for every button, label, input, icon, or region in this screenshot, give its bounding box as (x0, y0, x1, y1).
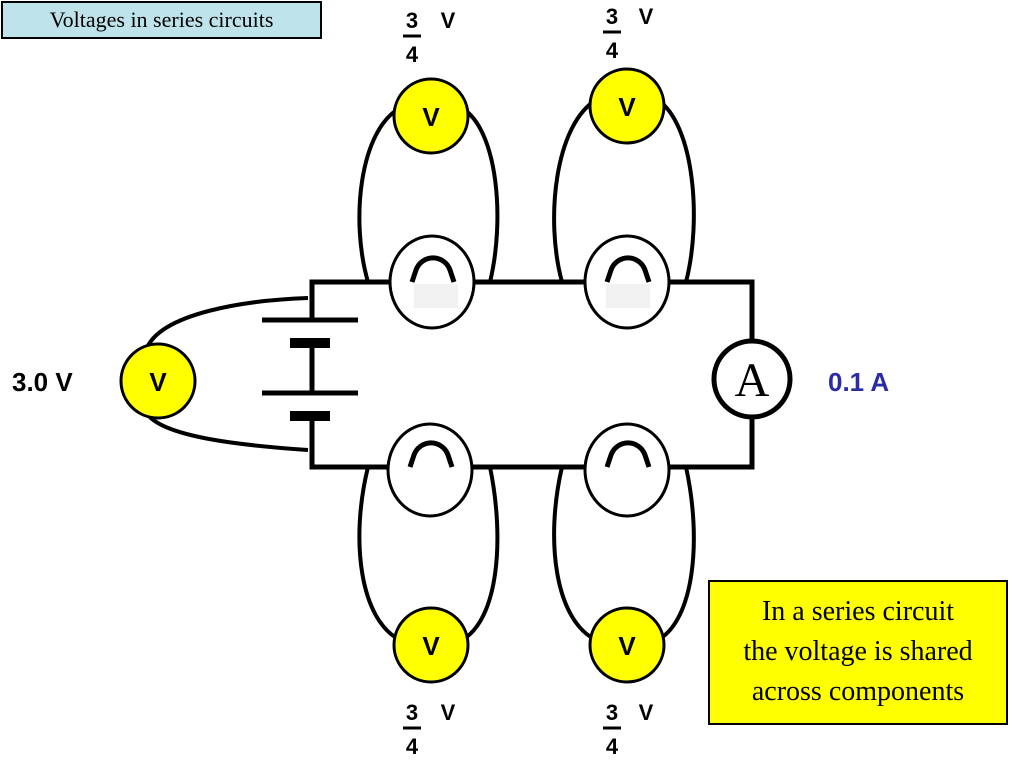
svg-text:4: 4 (606, 734, 619, 759)
svg-text:V: V (639, 700, 654, 725)
voltmeter-battery: V (119, 342, 197, 420)
svg-text:V: V (639, 4, 654, 29)
svg-text:3: 3 (606, 700, 618, 725)
svg-text:V: V (441, 700, 456, 725)
voltmeter-top-right: V (588, 67, 666, 145)
bulb-reading-top-left: 3 4 V (403, 8, 456, 67)
top-voltmeter-leads (357, 98, 696, 283)
note-line-1: In a series circuit (761, 596, 955, 627)
svg-text:3: 3 (406, 8, 418, 33)
svg-text:A: A (735, 354, 770, 407)
svg-text:3: 3 (606, 4, 618, 29)
svg-text:V: V (441, 8, 456, 33)
note-line-2: the voltage is shared (743, 636, 973, 667)
bulb-reading-top-right: 3 4 V (603, 4, 654, 63)
voltmeter-bottom-right: V (588, 606, 666, 684)
voltmeter-bottom-left: V (392, 606, 470, 684)
battery-voltage-label: 3.0 V (12, 367, 73, 397)
circuit-wires (309, 279, 755, 470)
svg-text:4: 4 (406, 42, 419, 67)
explanation-note: In a series circuit the voltage is share… (708, 580, 1008, 725)
svg-text:V: V (422, 631, 440, 661)
svg-text:4: 4 (606, 38, 619, 63)
current-label: 0.1 A (828, 367, 889, 397)
svg-text:V: V (618, 92, 636, 122)
note-line-3: across components (751, 676, 965, 707)
bulb-bottom-right (583, 422, 671, 518)
bottom-voltmeter-leads (357, 466, 696, 642)
voltmeter-top-left: V (392, 77, 470, 155)
battery-cells (262, 282, 358, 467)
bulb-reading-bottom-left: 3 4 V (403, 700, 456, 759)
battery-voltmeter-leads (144, 296, 309, 452)
ammeter: A (711, 338, 793, 420)
slide-title: Voltages in series circuits (1, 1, 322, 39)
bulb-reading-bottom-right: 3 4 V (603, 700, 654, 759)
svg-text:V: V (422, 102, 440, 132)
svg-text:V: V (149, 367, 167, 397)
bulb-bottom-left (386, 422, 474, 518)
svg-text:4: 4 (406, 734, 419, 759)
svg-text:3: 3 (406, 700, 418, 725)
svg-text:V: V (618, 631, 636, 661)
bulb-top-left (388, 234, 476, 330)
bulb-top-right (583, 234, 671, 330)
